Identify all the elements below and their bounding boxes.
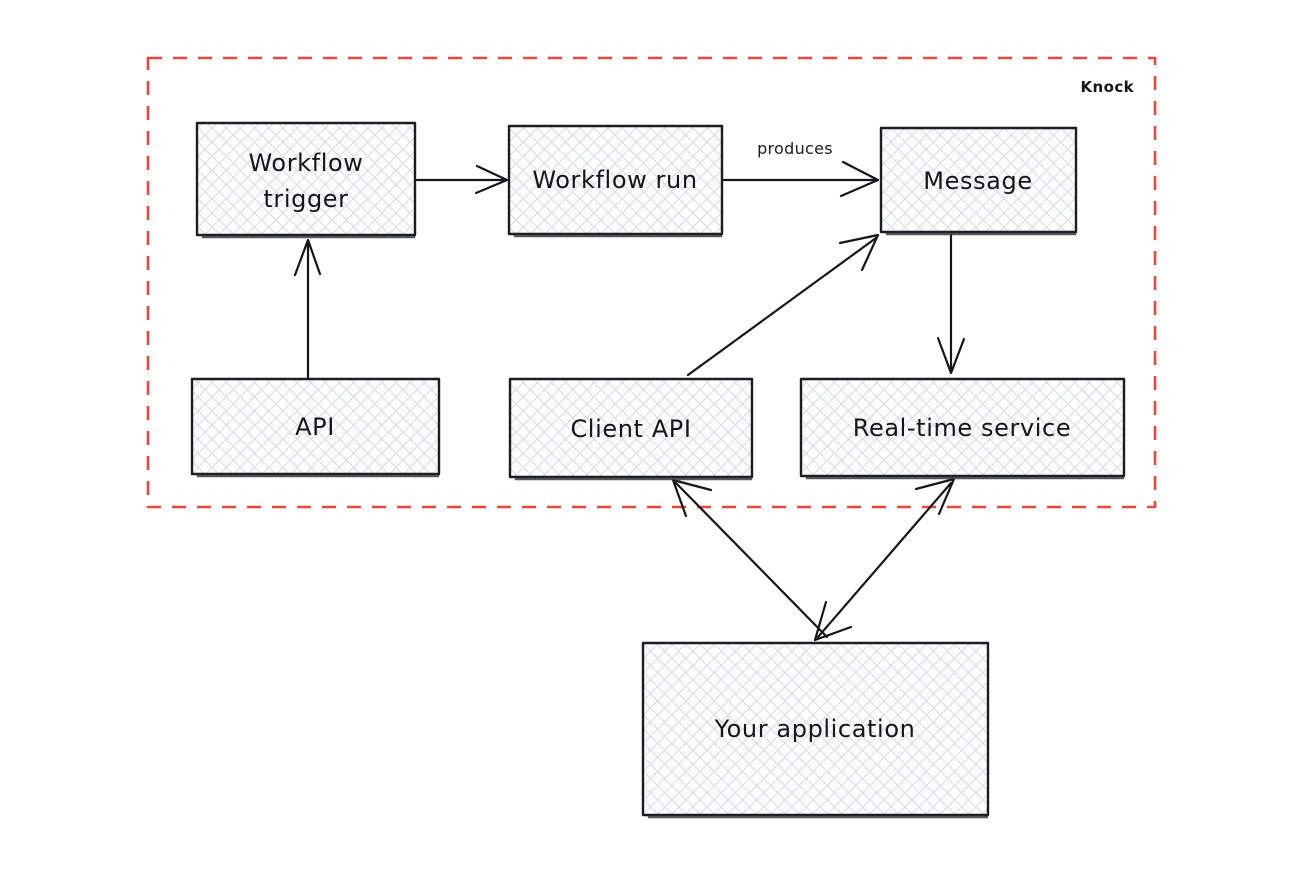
node-message-rect[interactable] xyxy=(879,126,1078,234)
edges-layer: produces xyxy=(293,139,966,642)
node-workflow-run-label: Workflow run xyxy=(532,166,697,194)
knock-boundary-rect xyxy=(146,56,1157,509)
node-workflow-trigger-label-line1: Workflow xyxy=(248,149,363,177)
node-your-application-label: Your application xyxy=(714,715,916,743)
edge-run-to-message: produces xyxy=(722,139,880,198)
node-your-application[interactable]: Your application xyxy=(641,641,990,819)
edge-trigger-to-run xyxy=(415,164,509,195)
edge-label-produces: produces xyxy=(757,139,833,158)
node-api-label: API xyxy=(295,413,335,441)
knock-boundary: Knock xyxy=(146,56,1157,509)
edge-app-and-real-time xyxy=(813,477,956,642)
node-workflow-run[interactable]: Workflow run xyxy=(507,124,724,238)
node-workflow-trigger-rect[interactable] xyxy=(195,121,417,237)
node-your-application-rect[interactable] xyxy=(641,641,990,817)
edge-api-to-trigger xyxy=(293,238,322,379)
node-real-time-service-label: Real-time service xyxy=(853,414,1071,442)
edge-app-to-client-api xyxy=(671,478,829,639)
node-api[interactable]: API xyxy=(190,377,441,478)
node-real-time-service-rect[interactable] xyxy=(799,377,1126,478)
node-real-time-service[interactable]: Real-time service xyxy=(799,377,1126,480)
node-workflow-trigger-label-line2: trigger xyxy=(263,185,348,213)
edge-message-to-real-time xyxy=(936,233,966,375)
node-message[interactable]: Message xyxy=(879,126,1078,236)
node-workflow-run-rect[interactable] xyxy=(507,124,724,236)
edge-client-api-to-message xyxy=(686,233,880,377)
node-client-api-rect[interactable] xyxy=(508,377,754,479)
knock-boundary-label: Knock xyxy=(1081,78,1135,96)
node-client-api-label: Client API xyxy=(570,415,691,443)
node-workflow-trigger[interactable]: Workflow trigger xyxy=(195,121,417,239)
node-message-label: Message xyxy=(923,167,1032,195)
node-api-rect[interactable] xyxy=(190,377,441,476)
node-client-api[interactable]: Client API xyxy=(508,377,754,481)
nodes-layer: Workflow trigger Workflow run Message AP… xyxy=(190,121,1126,819)
